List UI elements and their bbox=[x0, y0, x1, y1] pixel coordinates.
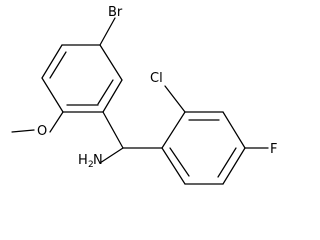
ring-a-bonds bbox=[41, 44, 123, 113]
bond-bridge-a bbox=[102, 111, 124, 149]
bond bbox=[169, 147, 190, 177]
bond bbox=[99, 44, 123, 81]
atom-amine-sub: 2 bbox=[88, 160, 94, 170]
bond-cl bbox=[164, 85, 186, 113]
atom-cl: Cl bbox=[150, 71, 163, 86]
structure-diagram: Br O Cl F H 2 N bbox=[11, 5, 277, 185]
bond bbox=[102, 79, 123, 113]
ring-b-bonds bbox=[161, 111, 246, 185]
molecule-svg: Br O Cl F H 2 N bbox=[11, 5, 277, 185]
bond bbox=[97, 79, 114, 105]
atom-br: Br bbox=[108, 5, 123, 20]
bond bbox=[41, 44, 63, 79]
bond-o-ring bbox=[49, 111, 64, 133]
bond bbox=[41, 77, 64, 113]
atom-amine-h: H bbox=[78, 153, 88, 168]
bond bbox=[161, 111, 186, 149]
atom-f: F bbox=[270, 142, 277, 157]
bond bbox=[49, 51, 67, 79]
atom-amine-n: N bbox=[93, 153, 103, 168]
bond-o-methyl bbox=[11, 129, 35, 133]
bond bbox=[217, 147, 237, 178]
bond-br bbox=[99, 17, 116, 46]
bond-amine bbox=[99, 147, 124, 164]
bond bbox=[222, 111, 246, 149]
atom-o: O bbox=[37, 124, 47, 139]
bond bbox=[161, 147, 186, 185]
bond bbox=[222, 147, 246, 185]
